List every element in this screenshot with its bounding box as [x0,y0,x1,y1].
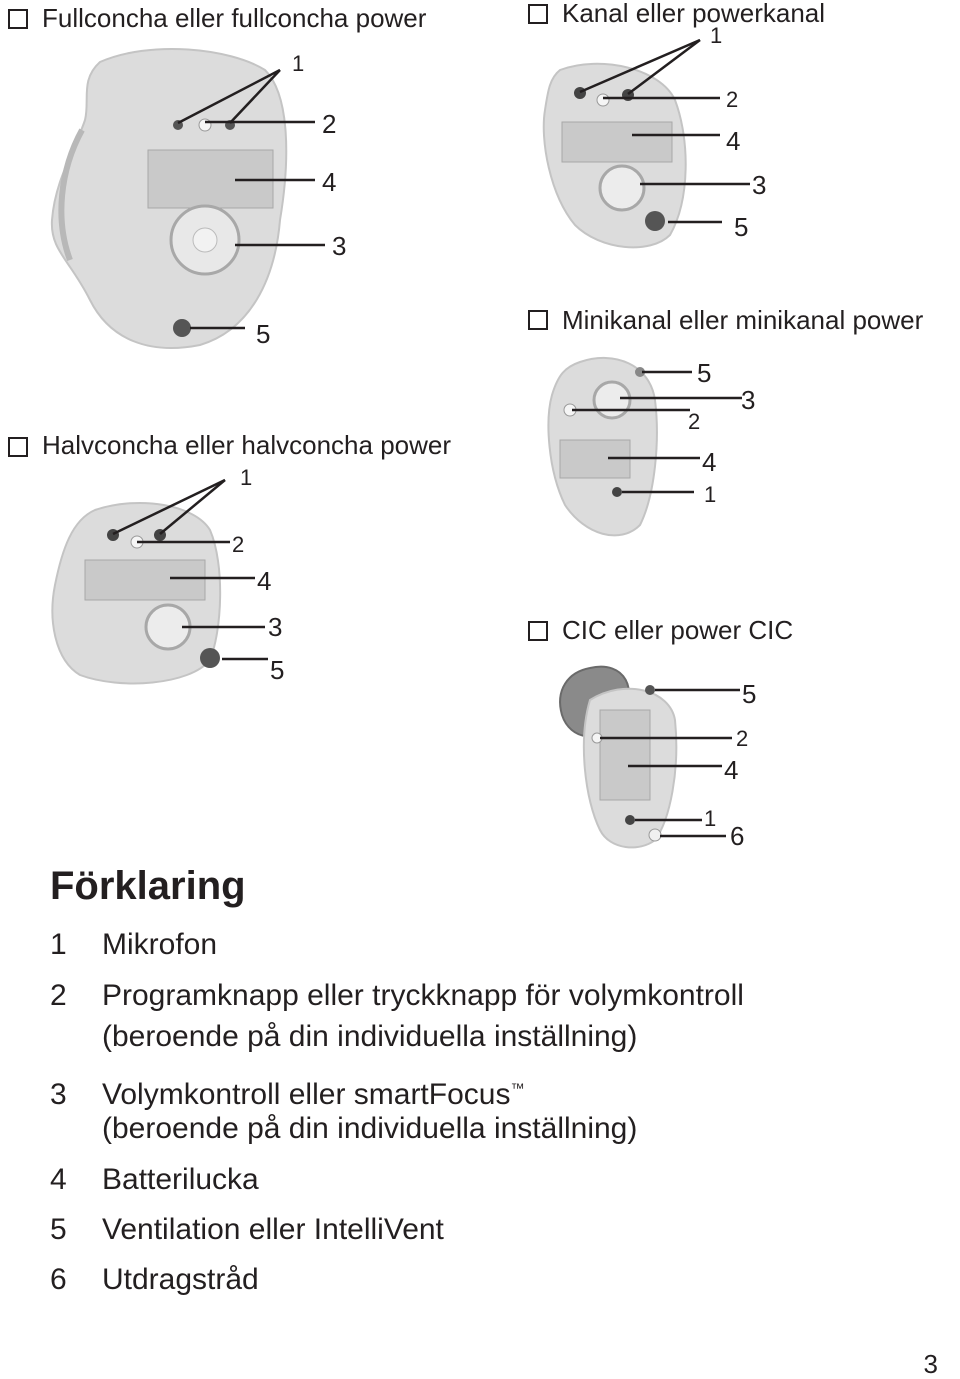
fullconcha-checkbox[interactable] [8,9,28,29]
cic-callout-2: 2 [736,726,749,751]
fullconcha-label: Fullconcha eller fullconcha power [42,3,427,33]
legend-text-main: Volymkontroll eller smartFocus [102,1078,511,1111]
cic-label: CIC eller power CIC [562,615,794,645]
fullconcha-callout-5: 5 [256,319,271,349]
legend-text: Batterilucka [102,1163,259,1196]
legend-text: Programknapp eller tryckknapp för volymk… [102,979,744,1012]
minikanal-callout-3: 3 [741,385,756,415]
kanal-callout-2: 2 [726,87,739,112]
halvconcha-checkbox[interactable] [8,437,28,457]
legend-number: 3 [50,1078,67,1111]
legend-number: 5 [50,1213,67,1246]
halvconcha-callout-1: 1 [240,465,253,490]
minikanal-label: Minikanal eller minikanal power [562,305,924,335]
legend-text: Mikrofon [102,928,218,961]
legend-item-3: 3 Volymkontroll eller smartFocus™ [50,1067,524,1116]
cic-callout-6: 6 [730,821,745,851]
cic-callout-5: 5 [742,679,757,709]
kanal-checkbox[interactable] [528,4,548,24]
trademark-symbol: ™ [510,1080,525,1096]
kanal-label: Kanal eller powerkanal [562,0,826,28]
minikanal-callout-4: 4 [702,447,717,477]
minikanal-callout-2: 2 [688,409,701,434]
legend-item-4: 4 Batterilucka [50,1159,259,1201]
legend-text: Volymkontroll eller smartFocus™ [102,1067,524,1116]
legend-number: 6 [50,1263,67,1296]
kanal-callout-1: 1 [710,23,723,48]
legend-text: Ventilation eller IntelliVent [102,1213,444,1246]
legend-item-2: 2 Programknapp eller tryckknapp för volym… [50,975,744,1017]
fullconcha-callout-2: 2 [322,109,337,139]
halvconcha-callout-2: 2 [232,532,245,557]
fullconcha-callout-1: 1 [292,51,305,76]
halvconcha-callout-3: 3 [268,612,283,642]
legend-item-1: 1 Mikrofon [50,924,217,966]
legend-item-3-subtext: (beroende på din individuella inställnin… [102,1112,638,1145]
page-number: 3 [923,1349,938,1379]
legend-item-5: 5 Ventilation eller IntelliVent [50,1209,444,1251]
minikanal-callout-1: 1 [704,482,717,507]
legend-title: Förklaring [50,864,246,908]
legend-item-6: 6 Utdragstråd [50,1259,259,1301]
fullconcha-callout-4: 4 [322,167,337,197]
kanal-callout-3: 3 [752,170,767,200]
halvconcha-callout-5: 5 [270,655,285,685]
minikanal-callout-5: 5 [697,358,712,388]
kanal-callout-4: 4 [726,126,741,156]
cic-callout-1: 1 [704,806,717,831]
cic-callout-4: 4 [724,755,739,785]
cic-checkbox[interactable] [528,621,548,641]
legend-number: 2 [50,979,67,1012]
minikanal-checkbox[interactable] [528,310,548,330]
legend-item-2-subtext: (beroende på din individuella inställnin… [102,1020,638,1053]
legend-number: 1 [50,928,67,961]
fullconcha-callout-3: 3 [332,231,347,261]
kanal-callout-5: 5 [734,212,749,242]
halvconcha-label: Halvconcha eller halvconcha power [42,430,452,460]
legend-text: Utdragstråd [102,1263,259,1296]
halvconcha-callout-4: 4 [257,566,272,596]
legend-number: 4 [50,1163,67,1196]
